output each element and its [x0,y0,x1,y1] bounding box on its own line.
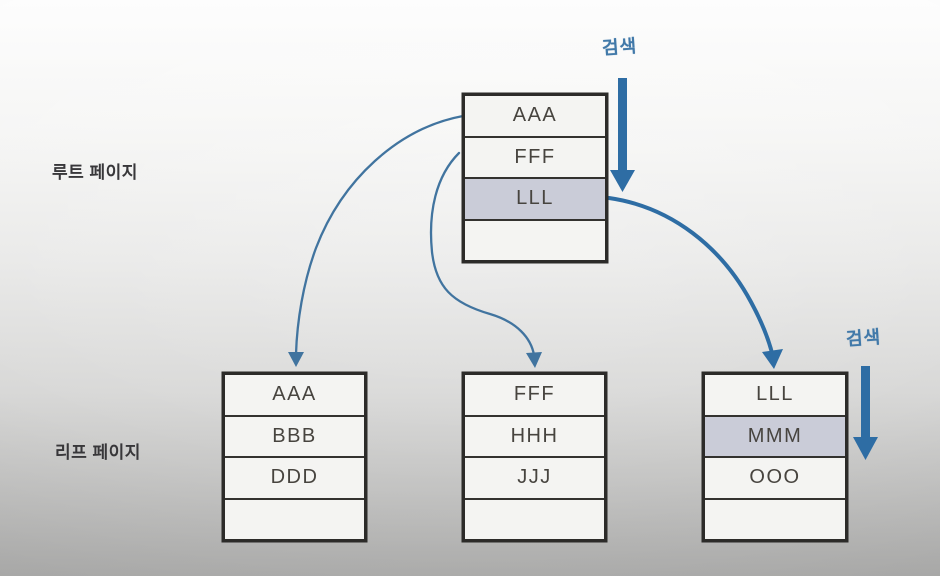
leaf1-row-ddd: DDD [225,458,364,500]
leaf-page-box-3: LLL MMM OOO [702,372,848,542]
leaf3-row-mmm-highlighted: MMM [705,416,845,458]
search-label-right: 검색 [845,326,882,350]
leaf-page-box-2: FFF HHH JJJ [462,372,607,542]
leaf-page-box-1: AAA BBB DDD [222,372,367,542]
root-row-fff: FFF [465,138,605,179]
leaf1-row-bbb: BBB [225,417,364,458]
arrow-root-aaa-to-leaf1 [288,114,465,367]
leaf3-row-ooo: OOO [705,458,845,500]
root-page-box: AAA FFF LLL [462,93,608,263]
search-label-top: 검색 [601,35,638,59]
search-arrow-top-icon [610,78,635,192]
arrow-root-lll-to-leaf3 [607,196,783,369]
root-page-label: 루트 페이지 [52,163,138,182]
root-row-lll-highlighted: LLL [465,179,605,221]
leaf1-row-aaa: AAA [225,375,364,417]
leaf3-row-lll: LLL [705,375,845,417]
leaf2-row-jjj: JJJ [465,458,604,500]
leaf2-row-hhh: HHH [465,417,604,458]
search-arrow-right-icon [853,366,878,460]
arrow-root-fff-to-leaf2 [429,151,542,368]
leaf-page-label: 리프 페이지 [55,443,141,462]
leaf2-row-fff: FFF [465,375,604,417]
root-row-aaa: AAA [465,96,605,138]
